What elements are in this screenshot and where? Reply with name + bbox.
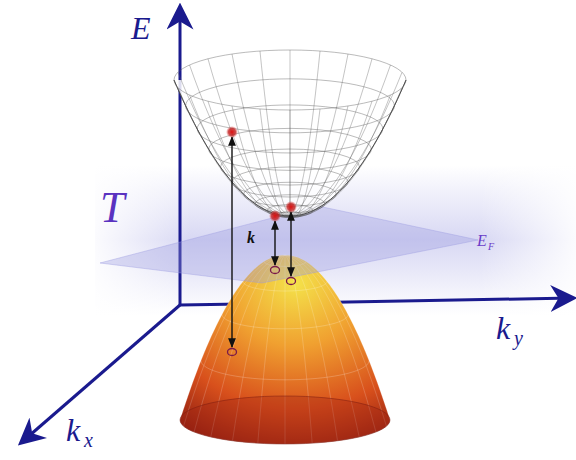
conduction-band [174,50,406,218]
mesh-line [190,65,290,216]
transition-arrows [226,126,297,356]
valence-surface [180,255,390,444]
mesh-line [285,255,390,420]
mesh-line [290,51,320,216]
mesh-line [290,50,291,216]
axis-label: E [131,12,151,44]
transition-arrow [290,212,291,276]
mesh-line [208,59,290,216]
mesh-line [290,95,390,216]
valence-band [180,255,390,444]
hole [287,278,296,285]
mesh-line [190,95,290,216]
transition-arrow [231,137,232,347]
fermi-plane [100,206,478,283]
axis-label: k [496,312,510,344]
mesh-line [260,51,290,216]
mesh-line [290,72,402,216]
mesh-line [178,72,290,216]
mesh-line [232,54,290,216]
transition-arrow [274,221,275,265]
mesh-line [290,59,372,216]
subscript: y [514,328,523,348]
axis-label: k [66,414,80,446]
hole [271,267,280,274]
electron [285,201,297,213]
axis-line [22,305,180,442]
temperature-label: T [100,186,124,230]
hole [228,349,237,356]
fermi-label: E [477,233,487,249]
mesh-line [290,101,372,217]
mesh-line [290,109,320,218]
band-base [180,396,390,444]
electron [226,126,238,138]
electron [269,210,281,222]
mesh-line [290,65,390,216]
subscript: x [84,430,93,450]
subscript: F [488,242,494,252]
momentum-label: k [247,230,255,246]
